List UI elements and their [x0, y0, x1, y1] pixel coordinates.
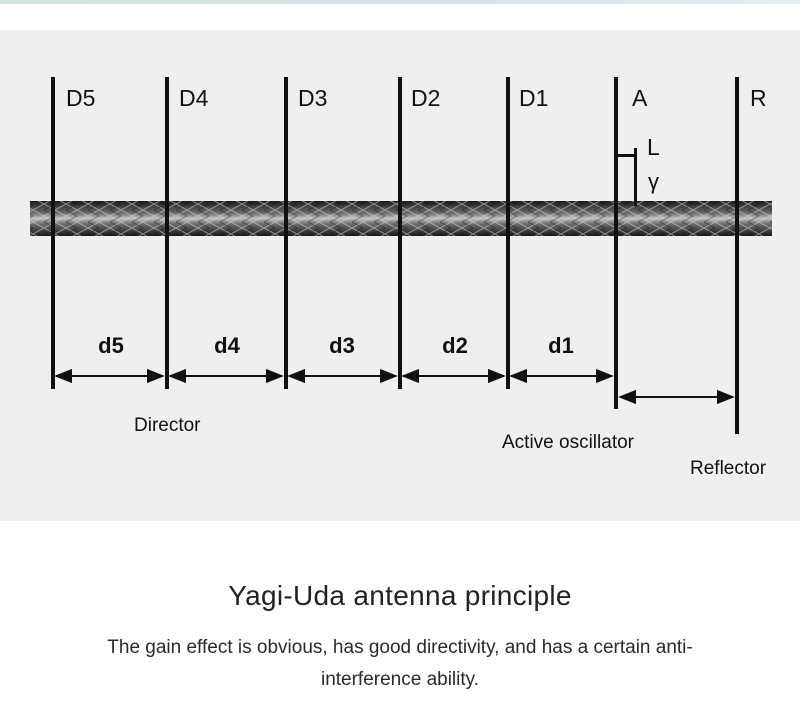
group-label-reflector: Reflector	[690, 458, 767, 479]
label-a: A	[632, 85, 648, 111]
caption-text: The gain effect is obvious, has good dir…	[107, 637, 693, 690]
group-label-active: Active oscillator	[502, 432, 635, 453]
top-labels: D5 D4 D3 D2 D1 A R L γ	[66, 85, 767, 194]
gamma-strap	[616, 154, 637, 157]
label-r: R	[750, 85, 767, 111]
diagram-panel: D5 D4 D3 D2 D1 A R L γ d5 d4 d3 d2 d1	[0, 30, 800, 521]
label-d2: D2	[411, 85, 440, 111]
label-d4: D4	[179, 85, 209, 111]
element-bar-d3	[284, 77, 288, 389]
group-labels: Director Active oscillator Reflector	[134, 415, 767, 479]
label-d1: D1	[519, 85, 548, 111]
spacing-arrows	[54, 368, 735, 405]
spacing-label-d4: d4	[214, 333, 240, 358]
element-bar-d2	[398, 77, 402, 389]
label-length: L	[647, 134, 660, 160]
label-d5: D5	[66, 85, 95, 111]
element-bar-d1	[506, 77, 510, 389]
element-bar-d4	[165, 77, 169, 389]
spacing-label-d1: d1	[548, 333, 574, 358]
spacing-labels: d5 d4 d3 d2 d1	[98, 333, 574, 358]
spacing-label-d2: d2	[442, 333, 468, 358]
elements	[51, 77, 739, 434]
label-d3: D3	[298, 85, 327, 111]
group-label-director: Director	[134, 415, 201, 436]
label-gamma: γ	[648, 169, 659, 194]
element-bar-d5	[51, 77, 55, 389]
spacing-label-d5: d5	[98, 333, 124, 358]
yagi-uda-diagram: D5 D4 D3 D2 D1 A R L γ d5 d4 d3 d2 d1	[30, 77, 772, 479]
gamma-match	[616, 148, 637, 206]
gamma-rod	[634, 148, 637, 206]
element-bar-a	[614, 77, 618, 409]
top-strip	[0, 0, 800, 4]
spacing-label-d3: d3	[329, 333, 355, 358]
element-bar-r	[735, 77, 739, 434]
caption-title: Yagi-Uda antenna principle	[228, 580, 572, 611]
caption: Yagi-Uda antenna principle The gain effe…	[0, 560, 800, 696]
